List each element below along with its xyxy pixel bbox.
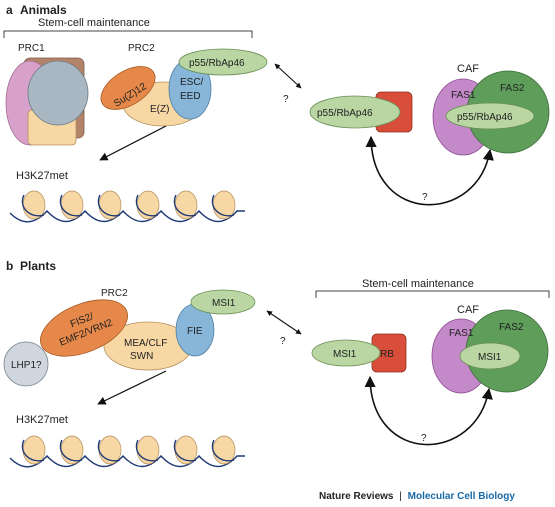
panel-b-letter: b — [6, 259, 13, 273]
fas2-label-b: FAS2 — [499, 322, 524, 333]
p55-prc2-label: p55/RbAp46 — [189, 58, 245, 69]
panel-b: b Plants PRC2 FIS2/ EMF2/VRN2 MEA/CLF SW… — [3, 259, 550, 468]
curved-arrow-question-a: ? — [422, 192, 428, 203]
stem-cell-bracket-a — [3, 30, 253, 38]
p55-prc2-subunit — [178, 48, 268, 76]
stem-cell-bracket-b — [315, 290, 550, 298]
panel-a-title: Animals — [20, 3, 67, 17]
prc1-complex — [5, 57, 89, 146]
credit-line: Nature Reviews | Molecular Cell Biology — [319, 491, 515, 502]
curved-arrow-b — [364, 375, 493, 446]
panel-a: a Animals Stem-cell maintenance PRC1 PRC… — [3, 3, 550, 223]
fis2-subunit — [40, 299, 128, 357]
prc2-label-a: PRC2 — [128, 43, 155, 54]
interaction-question-a: ? — [283, 94, 289, 105]
msi1-prc2-subunit — [190, 289, 256, 315]
caf-label-b: CAF — [457, 304, 479, 316]
caf-label-a: CAF — [457, 63, 479, 75]
msi1-rb-subunit — [311, 339, 381, 367]
stem-cell-label-b: Stem-cell maintenance — [362, 278, 474, 290]
mea-label-line2: SWN — [130, 351, 153, 362]
esc-label-line1: ESC/ — [180, 77, 204, 88]
dna-wrap — [173, 194, 197, 217]
h3k27-label-b: H3K27met — [16, 414, 68, 426]
dna-wrap — [97, 194, 121, 217]
chromatin-a — [9, 190, 245, 223]
methylation-arrow-b — [97, 370, 167, 405]
interaction-question-b: ? — [280, 336, 286, 347]
mea-label-line1: MEA/CLF — [124, 338, 167, 349]
dna-strand — [9, 454, 245, 468]
panel-b-title: Plants — [20, 259, 56, 273]
fas2-label-a: FAS2 — [500, 83, 525, 94]
prc1-grey-subunit — [27, 60, 89, 126]
fie-label: FIE — [187, 326, 203, 337]
fas1-label-a: FAS1 — [451, 90, 476, 101]
interaction-arrow-a — [274, 63, 302, 89]
dna-wrap — [173, 439, 197, 462]
ez-label: E(Z) — [150, 104, 169, 115]
msi1-caf-label: MSI1 — [478, 352, 502, 363]
rb-label-b: RB — [380, 349, 394, 360]
credit-separator: | — [399, 491, 402, 502]
lhp1-protein — [3, 341, 49, 387]
curved-arrow-a — [365, 135, 494, 206]
dna-wrap — [59, 439, 83, 462]
lhp1-label: LHP1? — [11, 360, 42, 371]
methylation-arrow-a — [99, 125, 167, 161]
p55-rb-label: p55/RbAp46 — [317, 108, 373, 119]
dna-wrap — [21, 439, 45, 462]
h3k27-label-a: H3K27met — [16, 170, 68, 182]
credit-journal: Molecular Cell Biology — [408, 491, 516, 502]
prc1-label: PRC1 — [18, 43, 45, 54]
dna-wrap — [21, 194, 45, 217]
dna-wrap — [135, 439, 159, 462]
p55-caf-subunit — [445, 102, 535, 130]
dna-wrap — [135, 194, 159, 217]
msi1-prc2-label: MSI1 — [212, 298, 236, 309]
dna-wrap — [59, 194, 83, 217]
msi1-caf-subunit — [459, 342, 521, 370]
dna-strand — [9, 209, 245, 223]
dna-wrap — [211, 194, 235, 217]
chromatin-b — [9, 435, 245, 468]
p55-caf-label: p55/RbAp46 — [457, 112, 513, 123]
su-z-12-subunit — [100, 66, 156, 110]
curved-arrow-question-b: ? — [421, 433, 427, 444]
stem-cell-label-a: Stem-cell maintenance — [38, 17, 150, 29]
interaction-arrow-b — [266, 310, 302, 335]
dna-wrap — [211, 439, 235, 462]
prc2-label-b: PRC2 — [101, 288, 128, 299]
credit-publisher: Nature Reviews — [319, 491, 394, 502]
dna-wrap — [97, 439, 121, 462]
msi1-rb-label: MSI1 — [333, 349, 357, 360]
panel-a-letter: a — [6, 3, 13, 17]
p55-rb-subunit — [309, 95, 401, 129]
esc-label-line2: EED — [180, 91, 201, 102]
fas1-label-b: FAS1 — [449, 328, 474, 339]
